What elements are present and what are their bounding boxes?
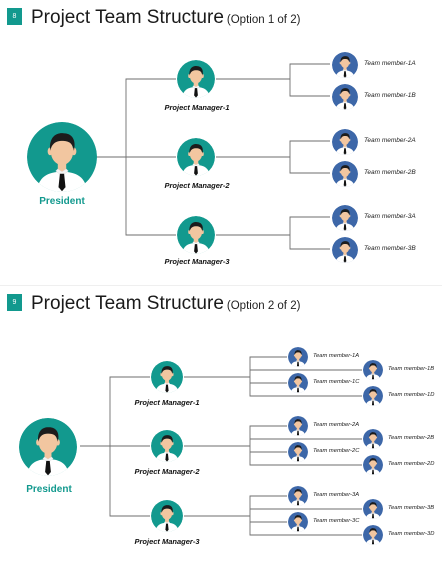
person-avatar-icon [332, 84, 358, 110]
person-avatar-icon [332, 205, 358, 231]
connector-pm3-members [216, 216, 330, 250]
slide-number-badge: 9 [7, 294, 22, 311]
team-member-label: Team member-1D [388, 392, 435, 398]
team-member-avatar [288, 373, 308, 393]
org-connectors [80, 356, 362, 536]
team-member-avatar [332, 52, 358, 78]
team-member-label: Team member-2B [388, 435, 435, 441]
manager-label: Project Manager-1 [164, 103, 230, 112]
person-avatar-icon [363, 525, 383, 545]
manager-avatar [177, 138, 215, 176]
person-avatar-icon [151, 430, 183, 462]
person-avatar-icon [288, 512, 308, 532]
team-member-label: Team member-1C [313, 379, 360, 385]
manager-label: Project Manager-2 [134, 467, 200, 476]
org-connectors [96, 63, 330, 250]
team-member-avatar [363, 455, 383, 475]
title-subtitle: (Option 2 of 2) [226, 300, 301, 312]
manager-label: Project Manager-1 [134, 398, 200, 407]
person-avatar-icon [288, 442, 308, 462]
manager-avatar [177, 60, 215, 98]
team-member-avatar [332, 129, 358, 155]
manager-avatar [151, 361, 183, 393]
team-member-label: Team member-2A [364, 137, 416, 144]
person-avatar-icon [177, 216, 215, 254]
team-member-label: Team member-1B [388, 366, 435, 372]
person-avatar-icon [288, 486, 308, 506]
team-member-avatar [363, 499, 383, 519]
person-avatar-icon [288, 416, 308, 436]
connector-pm3-members [184, 495, 362, 536]
person-avatar-icon [363, 429, 383, 449]
person-avatar-icon [27, 122, 97, 192]
person-avatar-icon [177, 60, 215, 98]
team-member-label: Team member-3B [364, 245, 416, 252]
person-avatar-icon [363, 455, 383, 475]
person-avatar-icon [151, 500, 183, 532]
team-member-label: Team member-3A [313, 492, 360, 498]
person-avatar-icon [151, 361, 183, 393]
team-member-avatar [288, 416, 308, 436]
title-text: Project Team Structure [31, 293, 224, 314]
slide-divider [0, 285, 442, 286]
slide-option-1: 8 Project Team Structure(Option 1 of 2) … [0, 0, 442, 285]
person-avatar-icon [288, 373, 308, 393]
person-avatar-icon [177, 138, 215, 176]
person-avatar-icon [363, 360, 383, 380]
connector-pm2-members [184, 425, 362, 466]
president-avatar [19, 418, 77, 476]
person-avatar-icon [19, 418, 77, 476]
team-member-label: Team member-3C [313, 518, 360, 524]
connector-president-managers [96, 78, 176, 236]
slide-option-2: 9 Project Team Structure(Option 2 of 2) … [0, 286, 442, 572]
team-member-label: Team member-1A [364, 60, 416, 67]
person-avatar-icon [332, 52, 358, 78]
team-member-avatar [288, 347, 308, 367]
connector-pm1-members [184, 356, 362, 397]
team-member-avatar [288, 442, 308, 462]
slide-title: Project Team Structure(Option 1 of 2) [31, 6, 300, 30]
team-member-avatar [363, 525, 383, 545]
team-member-avatar [332, 237, 358, 263]
person-avatar-icon [332, 129, 358, 155]
team-member-label: Team member-3B [388, 505, 435, 511]
president-avatar [27, 122, 97, 192]
manager-label: Project Manager-3 [134, 537, 200, 546]
person-avatar-icon [288, 347, 308, 367]
manager-avatar [151, 500, 183, 532]
team-member-label: Team member-1B [364, 92, 416, 99]
title-text: Project Team Structure [31, 7, 224, 28]
team-member-label: Team member-1A [313, 353, 360, 359]
slide-title: Project Team Structure(Option 2 of 2) [31, 292, 300, 316]
team-member-label: Team member-2C [313, 448, 360, 454]
team-member-avatar [288, 512, 308, 532]
connector-president-managers [80, 376, 150, 517]
person-avatar-icon [332, 161, 358, 187]
person-avatar-icon [363, 386, 383, 406]
team-member-label: Team member-3A [364, 213, 416, 220]
team-member-label: Team member-2D [388, 461, 435, 467]
team-member-avatar [332, 205, 358, 231]
team-member-label: Team member-3D [388, 531, 435, 537]
manager-avatar [151, 430, 183, 462]
president-label: President [39, 196, 85, 207]
title-subtitle: (Option 1 of 2) [226, 14, 301, 26]
team-member-avatar [363, 386, 383, 406]
team-member-avatar [363, 429, 383, 449]
team-member-label: Team member-2B [364, 169, 416, 176]
slide-number-badge: 8 [7, 8, 22, 25]
team-member-avatar [363, 360, 383, 380]
person-avatar-icon [363, 499, 383, 519]
manager-avatar [177, 216, 215, 254]
manager-label: Project Manager-2 [164, 181, 230, 190]
team-member-label: Team member-2A [313, 422, 360, 428]
connector-pm2-members [216, 140, 330, 174]
president-label: President [26, 484, 72, 495]
connector-pm1-members [216, 63, 330, 97]
manager-label: Project Manager-3 [164, 257, 230, 266]
person-avatar-icon [332, 237, 358, 263]
team-member-avatar [288, 486, 308, 506]
team-member-avatar [332, 161, 358, 187]
team-member-avatar [332, 84, 358, 110]
